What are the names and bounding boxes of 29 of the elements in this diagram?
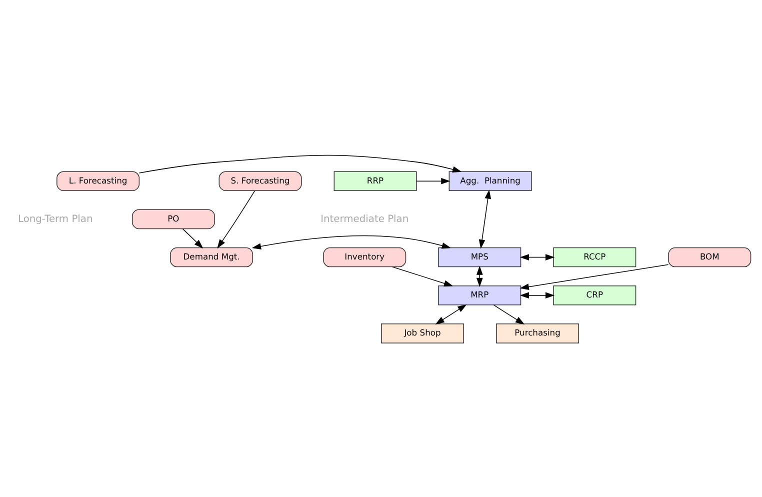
arrow (520, 264, 669, 290)
node-box: PO (132, 208, 215, 229)
arrow (392, 266, 454, 286)
arrow (182, 228, 204, 248)
node-box: S. Forecasting (218, 170, 302, 190)
arrow (520, 254, 555, 260)
node-box: L. Forecasting (56, 170, 140, 190)
arrow (520, 292, 555, 298)
arrow (493, 304, 525, 324)
node-box: Job Shop (381, 323, 464, 343)
node-box: Agg. Planning (448, 170, 532, 190)
arrow (138, 154, 462, 173)
arrow (217, 190, 256, 248)
node-box: MPS (438, 246, 522, 267)
arrow (416, 177, 450, 184)
node-box: Demand Mgt. (170, 246, 254, 267)
label: Intermediate Plan (320, 213, 409, 224)
label: Long-Term Plan (18, 213, 93, 224)
arrow (252, 234, 452, 249)
node-box: RRP (334, 170, 417, 190)
node-box: MRP (438, 284, 522, 305)
arrow (478, 189, 492, 248)
node-box: Inventory (323, 246, 406, 267)
node-box: RCCP (553, 246, 636, 267)
node-box: CRP (553, 284, 636, 305)
arrow (476, 265, 483, 286)
arrow (435, 304, 467, 324)
node-box: Purchasing (496, 323, 580, 343)
node-box: BOM (668, 246, 752, 267)
